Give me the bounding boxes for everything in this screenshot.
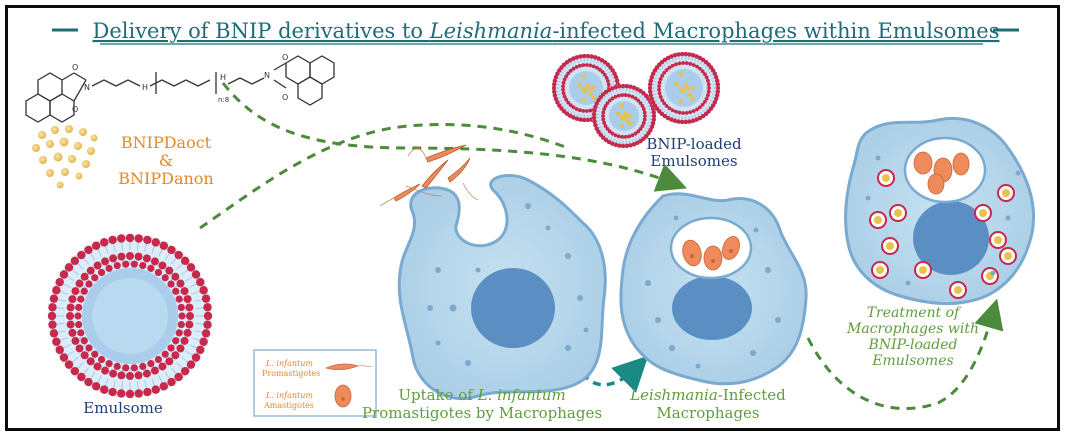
title-bar: Delivery of BNIP derivatives to Leishman…: [52, 19, 1019, 45]
amastigotes: [682, 235, 740, 271]
svg-text:H: H: [220, 73, 226, 82]
emulsome-inner-ring: [66, 252, 194, 380]
page-title: Delivery of BNIP derivatives to Leishman…: [93, 19, 1000, 43]
legend-box: L. infantum Promastigotes L. infantum Am…: [253, 349, 377, 417]
title-prefix: Delivery of BNIP derivatives to: [93, 19, 430, 43]
chemical-structure: O N O H n:8 H N O O: [25, 53, 335, 123]
svg-text:O: O: [282, 93, 288, 102]
infected-label-line2: Macrophages: [656, 404, 759, 422]
svg-text:O: O: [72, 105, 78, 114]
legend-promastigote-icon: [325, 363, 373, 371]
structure-label: n:8: [218, 96, 229, 104]
title-suffix: -infected Macrophages within Emulsomes: [552, 19, 999, 43]
infected-label-line1: Leishmania-Infected: [629, 386, 786, 404]
emulsome-label: Emulsome: [83, 399, 163, 417]
arrow-emulsome-to-loaded: [199, 123, 569, 230]
treatment-label-line2: Macrophages with: [846, 321, 979, 337]
nucleus: [672, 276, 752, 340]
amastigotes: [913, 151, 970, 195]
legend-promastigotes-species: L. infantum: [265, 359, 313, 368]
compound-name-1: BNIPDaoct: [121, 133, 212, 152]
legend-promastigotes-stage: Promastigotes: [262, 369, 320, 378]
arrow-compounds-to-loaded: [221, 82, 688, 192]
title-italic: Leishmania: [429, 19, 553, 43]
legend-amastigotes-stage: Amastigotes: [263, 401, 314, 410]
figure-frame: Delivery of BNIP derivatives to Leishman…: [5, 5, 1060, 431]
uptake-label-line1: Uptake of L. infantum: [398, 386, 565, 404]
loaded-label-line1: BNIP-loaded: [646, 135, 742, 153]
compound-name-2: BNIPDanon: [118, 169, 213, 188]
svg-text:H: H: [142, 83, 148, 92]
macrophage-uptake: [397, 173, 607, 401]
emulsome-outer-ring: [47, 233, 213, 399]
legend-amastigotes-species: L. infantum: [265, 391, 313, 400]
svg-text:N: N: [84, 83, 90, 92]
legend-amastigote-icon: [334, 384, 352, 408]
promastigotes-group: [379, 144, 479, 207]
treatment-label: Treatment of Macrophages with BNIP-loade…: [846, 305, 979, 369]
treatment-label-line3: BNIP-loaded: [868, 337, 958, 353]
svg-text:O: O: [72, 63, 78, 72]
svg-text:N: N: [264, 71, 270, 80]
arrow-infected-to-treated: [806, 298, 1004, 411]
svg-text:O: O: [282, 53, 288, 62]
treatment-label-line4: Emulsomes: [871, 353, 953, 369]
treatment-label-line1: Treatment of: [867, 305, 962, 321]
bnip-loaded-emulsomes: [551, 51, 721, 149]
nucleus: [471, 268, 555, 348]
macrophage-treated: [844, 116, 1036, 305]
nucleus: [913, 201, 989, 275]
uptake-label-line2: Promastigotes by Macrophages: [362, 404, 602, 422]
bnip-compound-dots: [32, 125, 98, 189]
emulsome-illustration: [47, 233, 213, 399]
macrophage-infected: [619, 192, 808, 386]
compound-ampersand: &: [159, 151, 173, 170]
loaded-label-line2: Emulsomes: [650, 152, 737, 170]
diagram-canvas: Delivery of BNIP derivatives to Leishman…: [25, 19, 1036, 422]
